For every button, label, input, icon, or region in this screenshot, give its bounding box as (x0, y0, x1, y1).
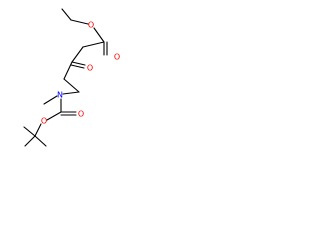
atom-o-ester: O (88, 21, 94, 30)
atom-n: N (57, 91, 63, 100)
bond-ch2-ketone (71, 46, 84, 63)
bond-ester-ch2 (82, 41, 105, 48)
bond-ketone-double-b (70, 64, 85, 69)
bond-carbamate-o (46, 111, 62, 121)
bond-ethyl-ch2-o (70, 19, 89, 25)
bond-o-tbu (34, 123, 42, 137)
atom-o-ester-carbonyl: O (114, 53, 120, 62)
bond-n-methyl (43, 95, 58, 105)
bond-ch2-n (62, 91, 80, 95)
bond-tbu-methyl-2 (24, 135, 36, 147)
atom-o-ketone: O (87, 64, 93, 73)
bond-ketone-double-a (71, 61, 86, 66)
atom-o-carbamate-carbonyl: O (78, 110, 84, 119)
bond-ketone-ch2 (63, 61, 73, 80)
structure-drawing: O O O N O O (23, 8, 120, 147)
bond-ch2-ch2 (63, 78, 80, 93)
atom-o-carbamate: O (41, 117, 47, 126)
bond-o-ester-carbon (93, 27, 105, 43)
bond-tbu-methyl-1 (23, 126, 36, 137)
bond-ethyl-ch3-ch2 (61, 8, 72, 21)
bond-tbu-methyl-3 (34, 135, 47, 147)
